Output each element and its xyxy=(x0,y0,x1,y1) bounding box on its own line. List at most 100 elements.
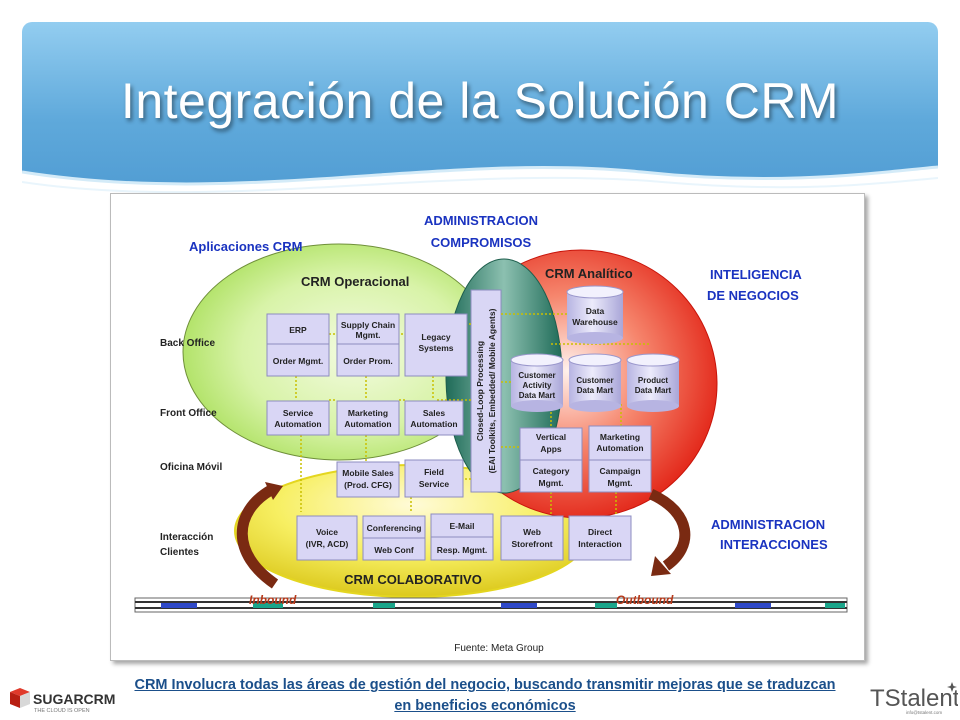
admin-interacciones-label-1: ADMINISTRACION xyxy=(711,517,825,532)
legacy-systems-box: Legacy Systems xyxy=(404,313,468,377)
admin-compromisos-label-1: ADMINISTRACION xyxy=(424,213,538,228)
web-conf-label: Web Conf xyxy=(374,545,414,555)
service-label-1: Service xyxy=(283,408,314,418)
admin-compromisos-label-2: COMPROMISOS xyxy=(431,235,532,250)
conferencing-label: Conferencing xyxy=(367,523,422,533)
mkt-auto-label-1: Marketing xyxy=(600,432,640,442)
crm-diagram-canvas: ADMINISTRACION COMPROMISOS Aplicaciones … xyxy=(134,213,848,654)
mkt-auto-label-2: Automation xyxy=(596,443,643,453)
cadm-label-3: Data Mart xyxy=(519,391,556,400)
voice-label-1: Voice xyxy=(316,527,338,537)
pdm-label-2: Data Mart xyxy=(635,386,672,395)
row-interaccion-2: Clientes xyxy=(160,547,199,558)
web-label-1: Web xyxy=(523,527,541,537)
admin-interacciones-label-2: INTERACCIONES xyxy=(720,537,828,552)
crm-analitico-label: CRM Analítico xyxy=(545,266,633,281)
dw-label-2: Warehouse xyxy=(572,317,618,327)
aplicaciones-crm-label: Aplicaciones CRM xyxy=(189,239,302,254)
mobile-sales-box: Mobile Sales (Prod. CFG) xyxy=(336,461,400,498)
network-bar xyxy=(134,597,848,613)
campaign-label-1: Campaign xyxy=(599,466,640,476)
right-cycle-arrowhead xyxy=(651,556,671,576)
category-label-1: Category xyxy=(533,466,570,476)
left-cycle-arrowhead xyxy=(265,482,283,500)
fuente-label: Fuente: Meta Group xyxy=(454,643,544,654)
inteligencia-label-1: INTELIGENCIA xyxy=(710,267,802,282)
cadm-label-1: Customer xyxy=(518,371,555,380)
pdm-label-1: Product xyxy=(638,376,669,385)
closed-loop-label-1: Closed-Loop Processing xyxy=(475,341,485,441)
outbound-label: Outbound xyxy=(616,593,674,607)
slide-caption: CRM Involucra todas las áreas de gestión… xyxy=(134,677,836,714)
field-service-box: Field Service xyxy=(404,459,464,498)
header-wave-decoration xyxy=(22,165,938,200)
direct-label-2: Interaction xyxy=(578,539,621,549)
vertical-apps-box: Vertical Apps Category Mgmt. xyxy=(519,427,583,493)
order-prom-label: Order Prom. xyxy=(343,356,393,366)
order-mgmt-label: Order Mgmt. xyxy=(273,356,324,366)
slide-header xyxy=(22,22,938,200)
sugarcrm-logo: SUGARCRM THE CLOUD IS OPEN xyxy=(10,688,115,714)
data-warehouse-cylinder: Data Warehouse xyxy=(566,285,624,344)
conferencing-box: Conferencing Web Conf xyxy=(362,515,426,561)
marketing-campaign-box: Marketing Automation Campaign Mgmt. xyxy=(588,425,652,493)
erp-label: ERP xyxy=(289,325,307,335)
right-cycle-arrow xyxy=(648,488,691,571)
field-label-2: Service xyxy=(419,479,450,489)
voice-label-2: (IVR, ACD) xyxy=(306,539,349,549)
sales-automation-box: Sales Automation xyxy=(404,400,464,436)
sparkle-icon xyxy=(947,682,957,692)
dw-label-1: Data xyxy=(586,306,605,316)
voice-box: Voice (IVR, ACD) xyxy=(296,515,358,561)
inteligencia-label-2: DE NEGOCIOS xyxy=(707,288,799,303)
crm-diagram: ADMINISTRACION COMPROMISOS Aplicaciones … xyxy=(110,193,865,661)
crm-operacional-label: CRM Operacional xyxy=(301,274,409,289)
supply-chain-label-1: Supply Chain xyxy=(341,320,395,330)
closed-loop-box xyxy=(470,289,502,493)
cadm-label-2: Activity xyxy=(523,381,552,390)
supply-chain-box: Supply Chain Mgmt. Order Prom. xyxy=(336,313,400,377)
web-label-2: Storefront xyxy=(511,539,552,549)
marketing-label-2: Automation xyxy=(344,419,391,429)
row-front-office: Front Office xyxy=(160,408,217,419)
field-label-1: Field xyxy=(424,467,444,477)
customer-activity-cylinder: Customer Activity Data Mart xyxy=(510,353,564,412)
legacy-label-2: Systems xyxy=(419,343,454,353)
left-cycle-arrow xyxy=(236,485,279,589)
crm-colaborativo-label: CRM COLABORATIVO xyxy=(344,572,482,587)
marketing-label-1: Marketing xyxy=(348,408,388,418)
slide-title: Integración de la Solución CRM xyxy=(120,73,840,129)
tstalent-logo: TStalent info@tstalent.com xyxy=(870,682,958,715)
sugarcrm-cube-icon xyxy=(10,688,30,708)
sales-label-2: Automation xyxy=(410,419,457,429)
cdm-label-1: Customer xyxy=(576,376,613,385)
sugarcrm-tagline: THE CLOUD IS OPEN xyxy=(34,708,90,714)
web-storefront-box: Web Storefront xyxy=(500,515,564,561)
row-interaccion-1: Interacción xyxy=(160,532,213,543)
service-automation-box: Service Automation xyxy=(266,400,330,436)
direct-interaction-box: Direct Interaction xyxy=(568,515,632,561)
cdm-label-2: Data Mart xyxy=(577,386,614,395)
product-data-mart-cylinder: Product Data Mart xyxy=(626,353,680,412)
tstalent-wordmark: TStalent xyxy=(870,685,958,712)
row-oficina-movil: Oficina Móvil xyxy=(160,462,222,473)
vertical-label-2: Apps xyxy=(540,444,562,454)
legacy-label-1: Legacy xyxy=(421,332,451,342)
row-back-office: Back Office xyxy=(160,338,215,349)
supply-chain-label-2: Mgmt. xyxy=(355,330,380,340)
sugarcrm-wordmark: SUGARCRM xyxy=(33,691,115,707)
customer-data-mart-cylinder: Customer Data Mart xyxy=(568,353,622,412)
mobile-label-1: Mobile Sales xyxy=(342,468,394,478)
mobile-label-2: (Prod. CFG) xyxy=(344,480,392,490)
marketing-automation-box: Marketing Automation xyxy=(336,400,400,436)
direct-label-1: Direct xyxy=(588,527,612,537)
email-label: E-Mail xyxy=(449,521,474,531)
sales-label-1: Sales xyxy=(423,408,445,418)
erp-box: ERP Order Mgmt. xyxy=(266,313,330,377)
vertical-label-1: Vertical xyxy=(536,432,566,442)
tstalent-email: info@tstalent.com xyxy=(906,710,942,715)
inbound-label: Inbound xyxy=(249,593,297,607)
closed-loop-label-2: (EAI Toolkits, Embedded/ Mobile Agents) xyxy=(487,308,497,473)
email-box: E-Mail Resp. Mgmt. xyxy=(430,513,494,561)
campaign-label-2: Mgmt. xyxy=(607,478,632,488)
